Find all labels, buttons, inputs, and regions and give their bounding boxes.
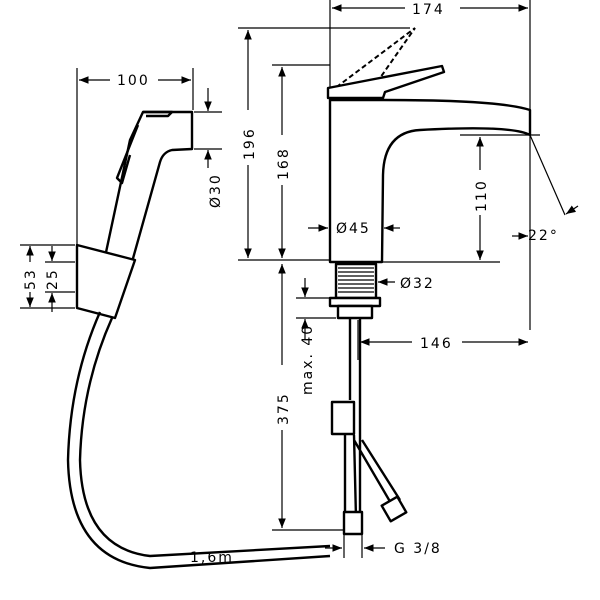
dim-handshower-diameter: Ø30: [208, 173, 224, 208]
dim-overall-height: 196: [242, 127, 258, 160]
dim-holder-inner: 25: [45, 268, 61, 290]
dim-spout-reach: 146: [420, 336, 453, 352]
dim-connection-length: 375: [276, 392, 292, 425]
faucet-lever: [326, 64, 446, 100]
dim-spout-top-height: 168: [276, 147, 292, 180]
dim-faucet-depth: 174: [412, 2, 445, 18]
dim-spout-height: 110: [474, 179, 490, 212]
dim-handshower-width: 100: [117, 73, 150, 89]
dim-connection-thread: G 3/8: [394, 541, 442, 557]
connection-hoses: [330, 318, 408, 536]
dim-thread-diameter: Ø32: [400, 276, 435, 292]
dim-body-diameter: Ø45: [336, 221, 371, 237]
dim-max-deck-thickness: max. 40: [300, 324, 316, 395]
faucet-body: [326, 27, 532, 320]
shower-holder: [75, 243, 137, 320]
shower-hose: [66, 311, 331, 570]
dim-spout-angle: 22°: [528, 228, 559, 244]
dim-hose-length: 1,6m: [190, 550, 234, 566]
dim-holder-height: 53: [23, 268, 39, 290]
hand-shower: [75, 110, 194, 320]
threaded-shank: [334, 262, 378, 300]
